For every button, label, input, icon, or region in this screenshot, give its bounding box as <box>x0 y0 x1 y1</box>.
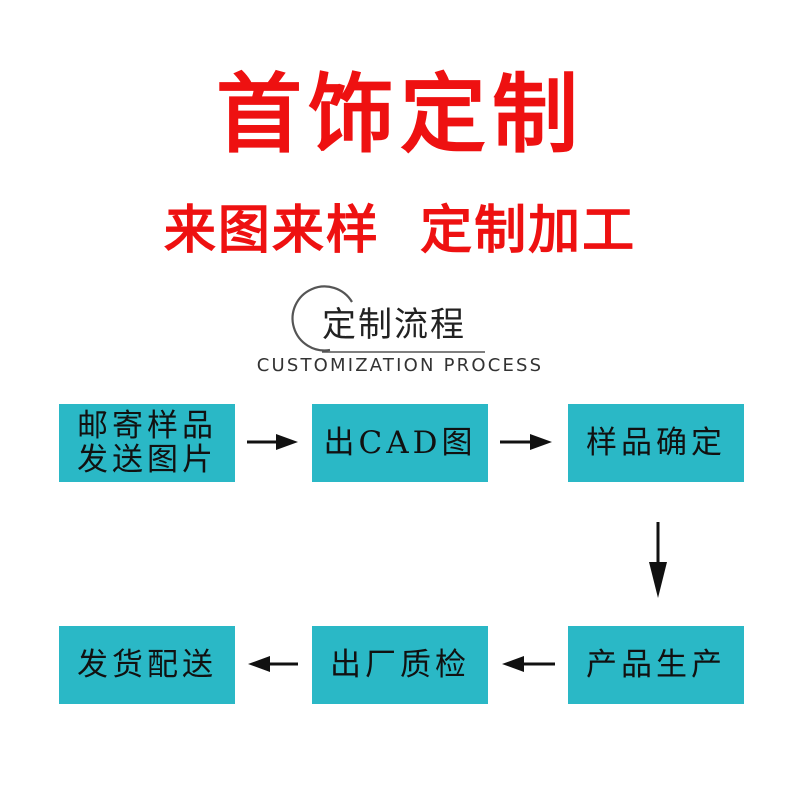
process-header <box>0 280 800 380</box>
step-6-label: 发货配送 <box>77 647 217 683</box>
process-label-en: CUSTOMIZATION PROCESS <box>256 355 544 376</box>
step-5-label: 出厂质检 <box>330 647 470 683</box>
arrow-left-icon <box>502 656 555 672</box>
step-production: 产品生产 <box>568 626 744 704</box>
step-3-label: 样品确定 <box>586 425 726 461</box>
process-header-decoration <box>291 285 485 353</box>
step-1-line-1: 邮寄样品 <box>77 408 217 444</box>
arrow-right-icon <box>500 434 552 450</box>
step-1-line-2: 发送图片 <box>77 442 217 478</box>
step-quality-check: 出厂质检 <box>312 626 488 704</box>
step-2-label: 出CAD图 <box>323 425 477 461</box>
step-shipping: 发货配送 <box>59 626 235 704</box>
step-sample-confirm: 样品确定 <box>568 404 744 482</box>
arrow-right-icon <box>247 434 298 450</box>
arrow-left-icon <box>248 656 298 672</box>
main-title: 首饰定制 <box>216 65 584 165</box>
circle-arc-decoration <box>291 285 353 352</box>
step-4-label: 产品生产 <box>586 647 726 683</box>
step-mail-sample: 邮寄样品 发送图片 <box>59 404 235 482</box>
sub-title: 来图来样 定制加工 <box>163 201 637 261</box>
arrow-down-icon <box>649 522 667 598</box>
process-label-cn: 定制流程 <box>322 305 466 345</box>
step-cad-drawing: 出CAD图 <box>312 404 488 482</box>
